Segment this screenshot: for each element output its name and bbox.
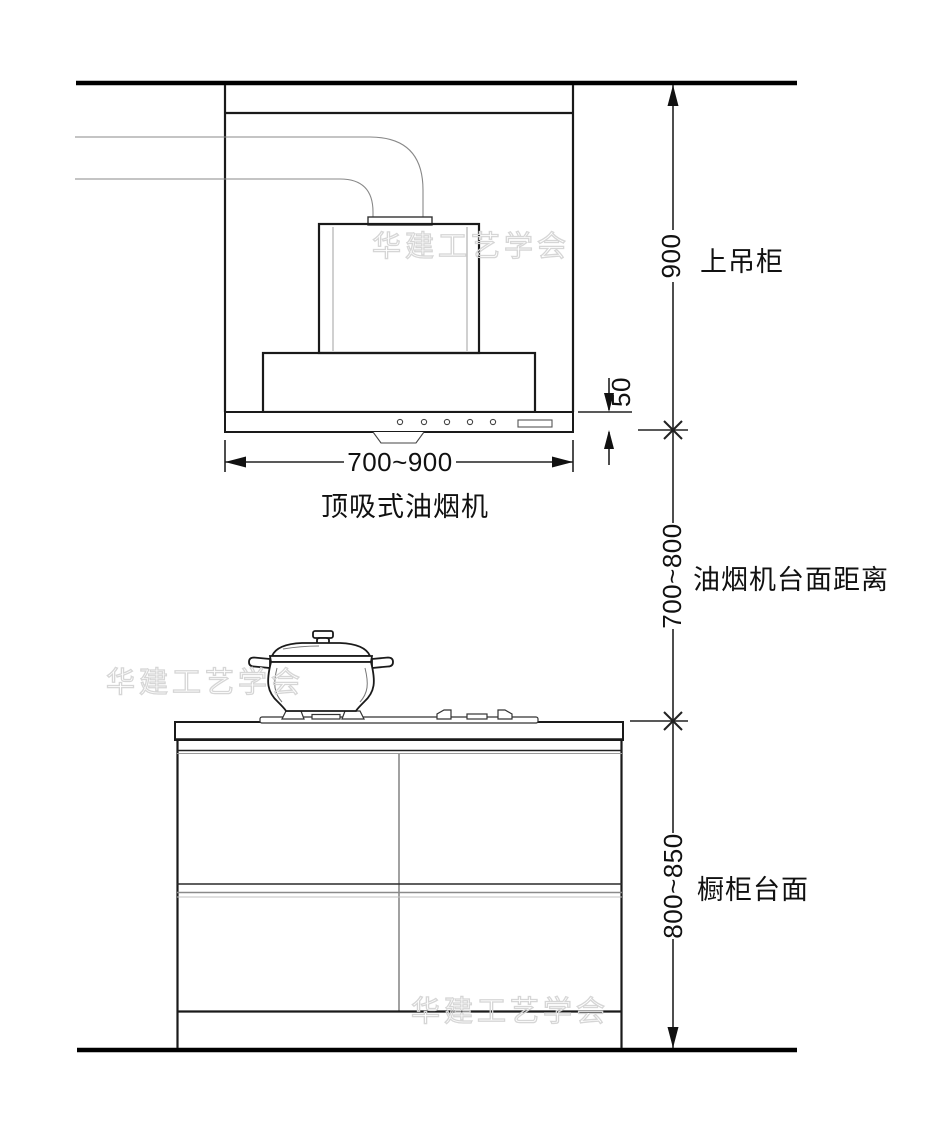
range-hood-panel [224,411,574,444]
arrow-down-icon [667,1027,679,1048]
arrow-down-icon [604,393,614,412]
arrow-up-icon [667,85,679,106]
tick-cross-icon [663,420,683,440]
upper-cabinet [223,85,575,412]
dim-hood-width: 700~900 [347,447,452,477]
display-window [517,419,553,428]
tick-cross-icon [663,711,683,731]
arrow-left-icon [225,456,246,468]
dimension-panel-height: 50 [578,377,688,465]
label-hood-counter-distance: 油烟机台面距离 [693,565,889,595]
cooking-pot [248,630,394,720]
dimension-hood-width: 700~900 [224,440,574,477]
pot-handle-left [248,656,271,669]
burner-grate-right [436,709,513,720]
exhaust-duct [75,136,424,218]
pot-body [267,661,375,712]
dim-cabinet-height: 900 [656,234,686,279]
dim-counter-height: 800~850 [658,833,688,938]
pot-lid-knob [312,630,334,639]
vent-outlet [372,431,425,444]
watermark-text: 华建工艺学会 [411,995,609,1028]
dim-hood-counter-gap: 700~800 [657,523,687,628]
watermark-text: 华建工艺学会 [106,666,304,699]
burner-grate-left [281,710,365,720]
dim-panel-height: 50 [606,377,636,407]
watermark-text: 华建工艺学会 [372,230,570,263]
base-cabinet [176,740,623,1048]
dimension-line-vertical: 900 700~800 800~850 [630,85,688,1048]
range-hood-body [261,351,537,414]
label-upper-cabinet: 上吊柜 [700,247,784,277]
pot-handle-right [371,656,394,669]
arrow-right-icon [552,456,573,468]
pot-lid [270,642,372,657]
label-hood: 顶吸式油烟机 [321,492,489,522]
countertop [174,721,624,741]
arrow-up-icon [604,430,614,449]
label-counter-height: 橱柜台面 [697,875,809,905]
control-buttons [396,418,497,426]
